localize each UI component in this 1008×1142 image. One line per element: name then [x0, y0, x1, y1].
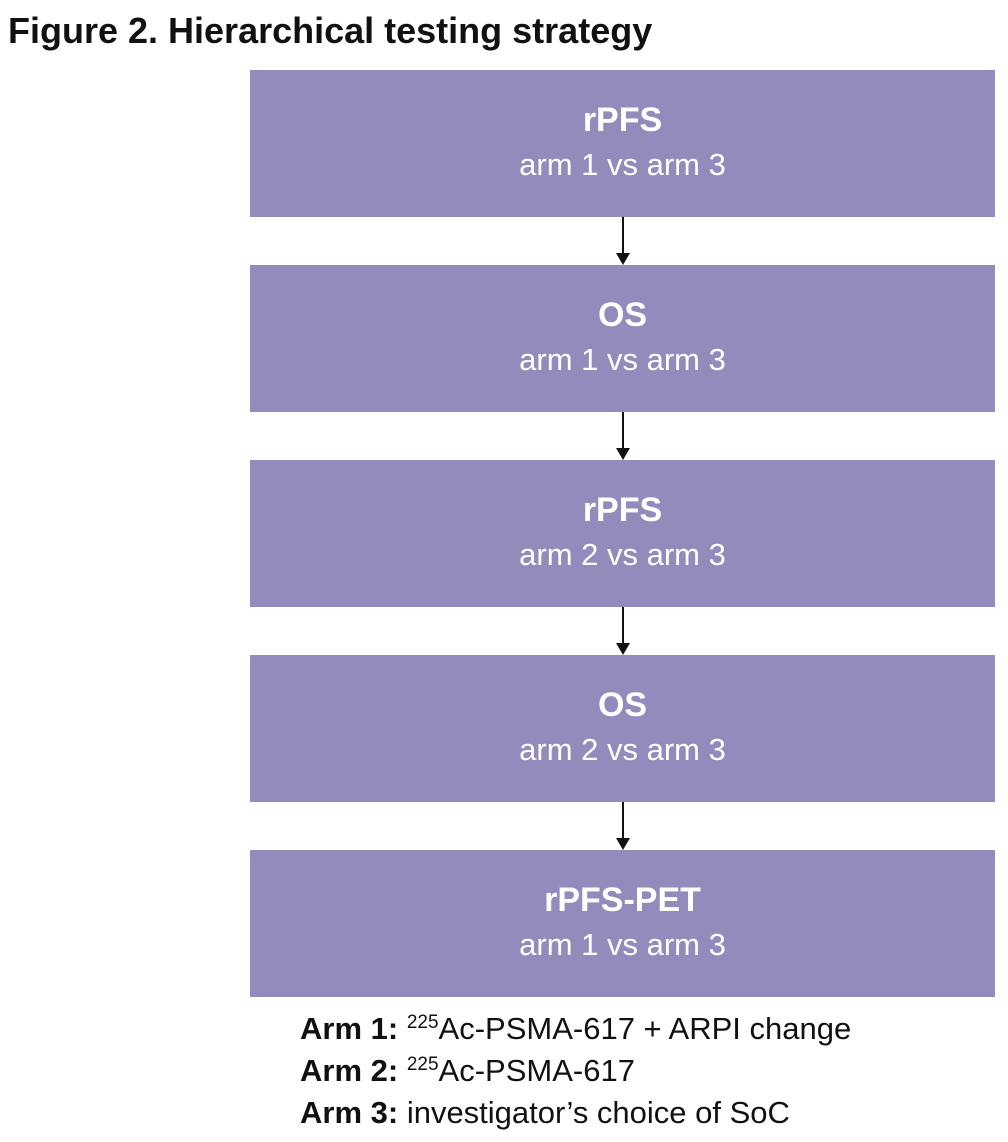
- arrow-head: [616, 838, 630, 850]
- legend-text: Ac-PSMA-617: [438, 1053, 635, 1088]
- step-comparison: arm 1 vs arm 3: [519, 926, 726, 962]
- legend-key: Arm 1:: [300, 1011, 399, 1046]
- legend-key: Arm 3:: [300, 1095, 399, 1130]
- legend-text: investigator’s choice of SoC: [398, 1095, 790, 1130]
- arm-legend: Arm 1: 225Ac-PSMA-617 + ARPI change Arm …: [300, 1008, 851, 1134]
- isotope-superscript: 225: [406, 1012, 439, 1033]
- arrow-head: [616, 253, 630, 265]
- arrow-line: [622, 802, 624, 842]
- legend-text: Ac-PSMA-617 + ARPI change: [438, 1011, 852, 1046]
- down-arrow-icon: [250, 607, 995, 655]
- step-comparison: arm 2 vs arm 3: [519, 731, 726, 767]
- arrow-line: [622, 412, 624, 452]
- legend-row-arm-3: Arm 3: investigator’s choice of SoC: [300, 1092, 851, 1134]
- step-box-4: OS arm 2 vs arm 3: [250, 655, 995, 802]
- down-arrow-icon: [250, 217, 995, 265]
- down-arrow-icon: [250, 802, 995, 850]
- arrow-line: [622, 607, 624, 647]
- arrow-head: [616, 643, 630, 655]
- legend-row-arm-2: Arm 2: 225Ac-PSMA-617: [300, 1050, 851, 1092]
- step-comparison: arm 2 vs arm 3: [519, 536, 726, 572]
- down-arrow-icon: [250, 412, 995, 460]
- step-comparison: arm 1 vs arm 3: [519, 341, 726, 377]
- step-box-5: rPFS-PET arm 1 vs arm 3: [250, 850, 995, 997]
- step-comparison: arm 1 vs arm 3: [519, 146, 726, 182]
- step-endpoint: OS: [597, 295, 648, 334]
- step-box-2: OS arm 1 vs arm 3: [250, 265, 995, 412]
- step-endpoint: rPFS: [582, 100, 663, 139]
- arrow-head: [616, 448, 630, 460]
- step-box-3: rPFS arm 2 vs arm 3: [250, 460, 995, 607]
- arrow-line: [622, 217, 624, 257]
- step-endpoint: rPFS-PET: [544, 880, 701, 919]
- hierarchy-flow: rPFS arm 1 vs arm 3 OS arm 1 vs arm 3 rP…: [250, 70, 995, 997]
- isotope-superscript: 225: [406, 1054, 439, 1075]
- legend-key: Arm 2:: [300, 1053, 399, 1088]
- step-box-1: rPFS arm 1 vs arm 3: [250, 70, 995, 217]
- step-endpoint: OS: [597, 685, 648, 724]
- figure-title: Figure 2. Hierarchical testing strategy: [8, 10, 653, 51]
- legend-row-arm-1: Arm 1: 225Ac-PSMA-617 + ARPI change: [300, 1008, 851, 1050]
- step-endpoint: rPFS: [582, 490, 663, 529]
